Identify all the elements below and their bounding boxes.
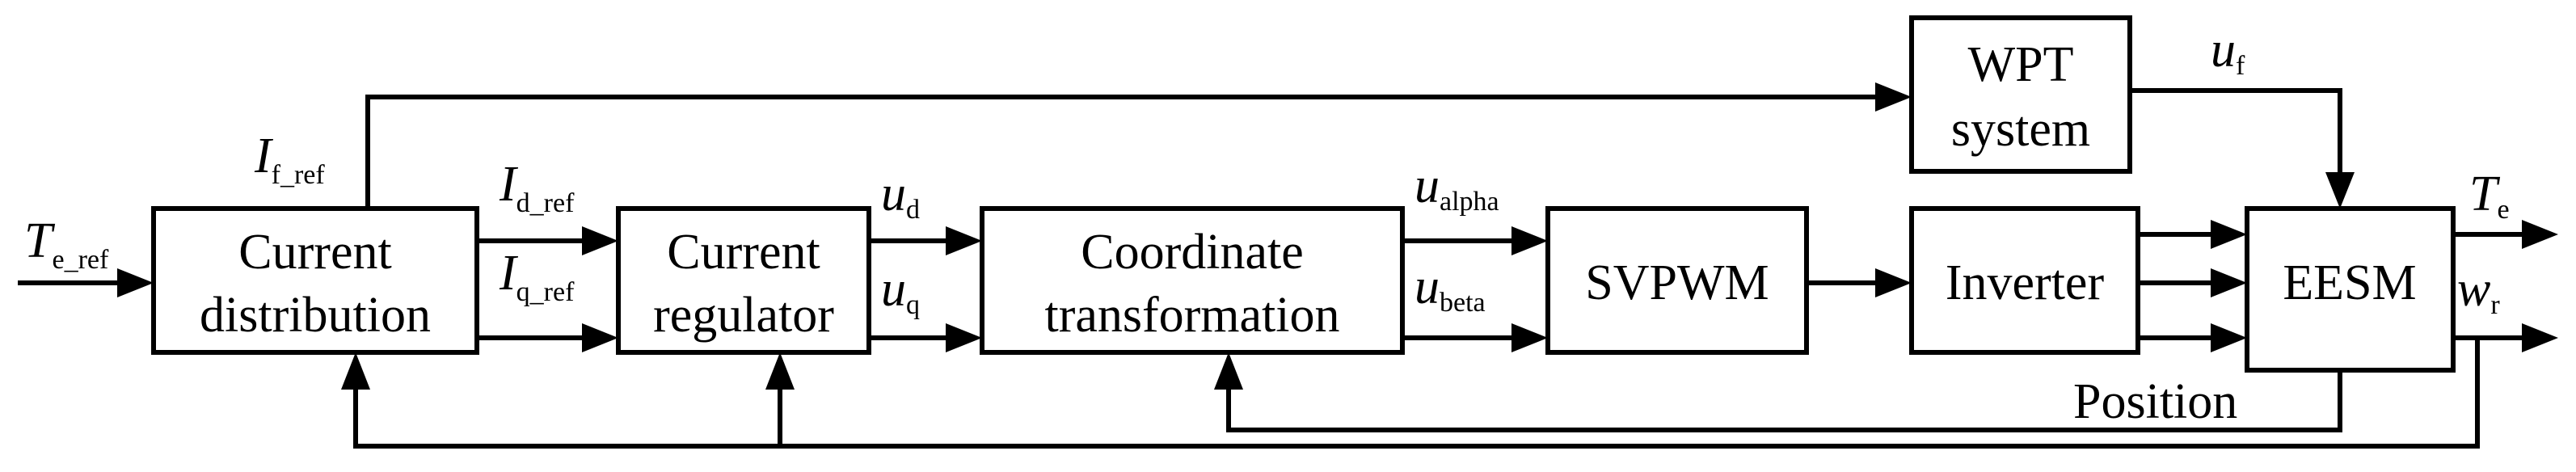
wr-output-arrow	[2453, 323, 2558, 352]
speed-feedback-line	[341, 338, 2480, 449]
ubeta-label: ubeta	[1414, 259, 1486, 318]
uf-arrow	[2130, 88, 2355, 209]
current-regulator-block: Current regulator	[616, 206, 871, 355]
wpt-system-label-line2: system	[1951, 102, 2090, 157]
te-output-arrow	[2453, 220, 2558, 249]
wr-label: wr	[2457, 262, 2500, 320]
uq-arrow	[869, 323, 982, 352]
iq-ref-arrow	[477, 323, 618, 352]
coordinate-transformation-block: Coordinate transformation	[980, 206, 1405, 355]
ud-label: ud	[881, 166, 920, 225]
if-ref-arrow	[365, 82, 1912, 209]
iq-ref-label: Iq_ref	[499, 246, 575, 307]
svpwm-to-inverter-arrow	[1807, 268, 1912, 297]
if-ref-label: If_ref	[254, 129, 325, 190]
position-feedback-line	[1214, 352, 2342, 432]
eesm-label: EESM	[2283, 255, 2416, 310]
inverter-to-eesm-phase-b	[2138, 268, 2247, 297]
svpwm-label: SVPWM	[1585, 255, 1769, 310]
position-label: Position	[2073, 374, 2237, 429]
inverter-to-eesm-phase-c	[2138, 323, 2247, 352]
inverter-block: Inverter	[1909, 206, 2140, 355]
te-label: Te	[2469, 166, 2510, 225]
current-distribution-label-line1: Current	[238, 225, 391, 280]
wpt-system-block: WPT system	[1909, 15, 2132, 174]
coordinate-transformation-label-line2: transformation	[1044, 288, 1339, 343]
ubeta-arrow	[1402, 323, 1548, 352]
inverter-label: Inverter	[1946, 255, 2105, 310]
ualpha-arrow	[1402, 226, 1548, 255]
current-distribution-block: Current distribution	[151, 206, 479, 355]
wpt-system-label-line1: WPT	[1968, 37, 2074, 92]
coordinate-transformation-label-line1: Coordinate	[1081, 225, 1304, 280]
current-regulator-label-line1: Current	[667, 225, 820, 280]
eesm-block: EESM	[2245, 206, 2456, 373]
svpwm-block: SVPWM	[1545, 206, 1809, 355]
current-distribution-label-line2: distribution	[200, 288, 431, 343]
uq-label: uq	[881, 262, 920, 320]
uf-label: uf	[2211, 23, 2245, 81]
id-ref-arrow	[477, 226, 618, 255]
te-ref-arrow	[18, 268, 154, 297]
inverter-to-eesm-phase-a	[2138, 220, 2247, 249]
ud-arrow	[869, 226, 982, 255]
te-ref-label: Te_ref	[24, 213, 109, 275]
current-regulator-label-line2: regulator	[653, 288, 834, 343]
ualpha-label: ualpha	[1414, 158, 1499, 217]
id-ref-label: Id_ref	[499, 157, 575, 218]
